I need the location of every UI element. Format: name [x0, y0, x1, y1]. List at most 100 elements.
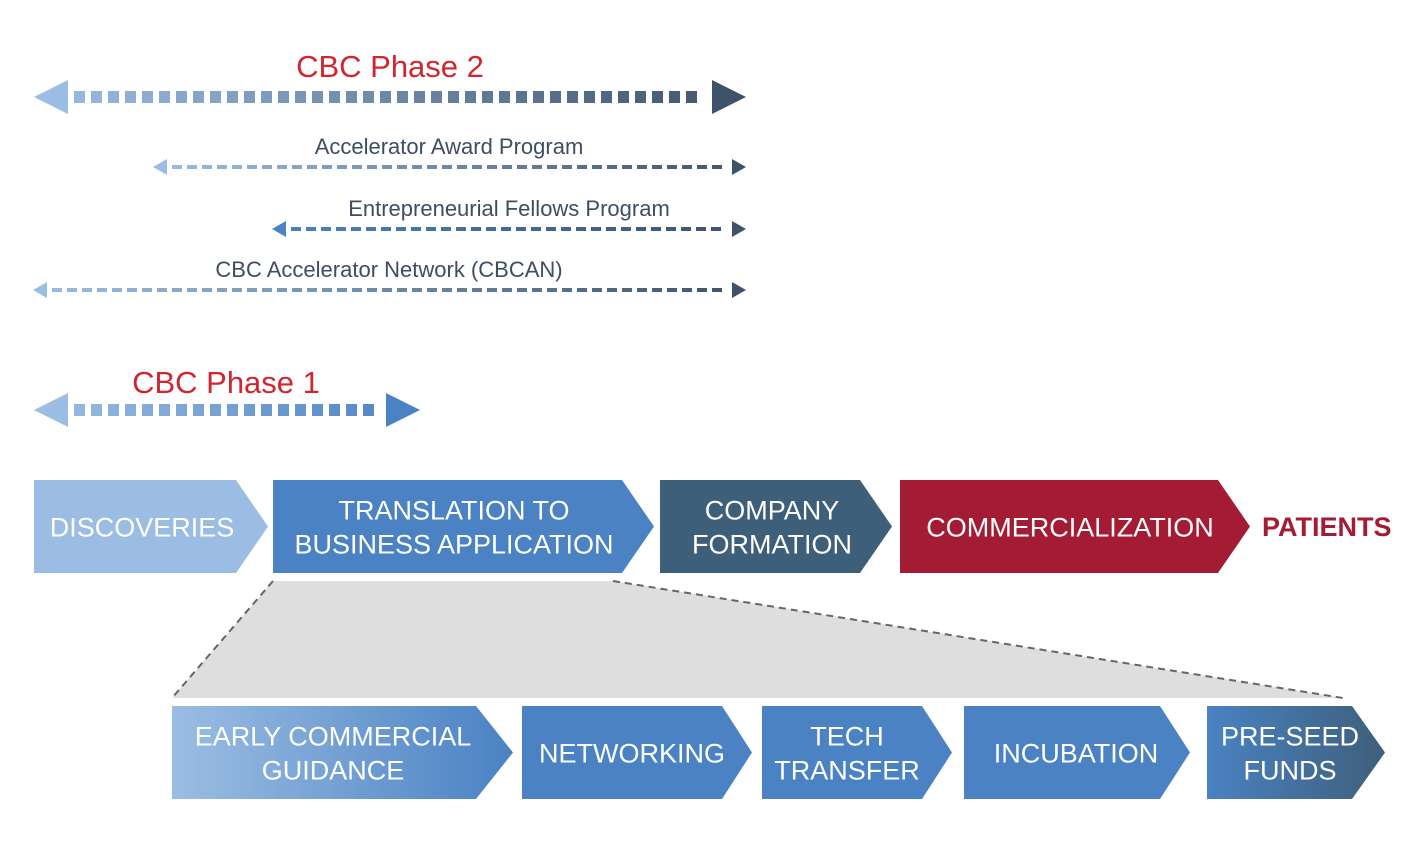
arrow-dash	[307, 288, 317, 292]
arrow-dash	[176, 404, 187, 416]
arrow-dash	[651, 227, 661, 231]
phase-2-arrow	[34, 80, 746, 114]
arrow-dash	[193, 404, 204, 416]
sub-step-shape	[1207, 706, 1385, 799]
arrow-dash	[312, 404, 323, 416]
arrow-dash	[312, 91, 323, 103]
arrow-dash	[329, 91, 340, 103]
arrow-dash	[382, 165, 392, 169]
arrow-dash	[561, 227, 571, 231]
arrow-dash	[592, 288, 602, 292]
arrow-dash	[607, 288, 617, 292]
arrow-dash	[622, 165, 632, 169]
arrow-dash	[472, 288, 482, 292]
zoom-panel	[171, 580, 1344, 699]
arrow-head-left-icon	[33, 282, 47, 298]
arrow-dash	[686, 91, 697, 103]
sub-step-label: NETWORKING	[539, 739, 725, 769]
arrow-dash	[682, 165, 692, 169]
arrow-dash	[67, 288, 77, 292]
arrow-dash	[277, 288, 287, 292]
arrow-dash	[172, 165, 182, 169]
arrow-dash	[187, 288, 197, 292]
arrow-dash	[367, 165, 377, 169]
arrow-head-right-icon	[712, 80, 746, 114]
arrow-dash	[501, 227, 511, 231]
arrow-dash	[411, 227, 421, 231]
arrow-dash	[262, 288, 272, 292]
arrow-dash	[669, 91, 680, 103]
arrow-dash	[295, 91, 306, 103]
arrow-dash	[441, 227, 451, 231]
sub-step-shape	[762, 706, 952, 799]
arrow-dash	[217, 165, 227, 169]
arrow-dash	[244, 404, 255, 416]
arrow-head-right-icon	[732, 282, 746, 298]
arrow-dash	[352, 288, 362, 292]
arrow-dash	[516, 91, 527, 103]
arrow-dash	[367, 288, 377, 292]
program-arrows: Accelerator Award ProgramEntrepreneurial…	[33, 134, 746, 298]
sub-step-label: GUIDANCE	[262, 756, 405, 786]
arrow-dash	[486, 227, 496, 231]
arrow-head-left-icon	[34, 393, 68, 427]
arrow-dash	[261, 91, 272, 103]
arrow-dash	[636, 227, 646, 231]
zoom-panel-shape	[172, 581, 1343, 698]
arrow-dash	[547, 288, 557, 292]
arrow-dash	[397, 288, 407, 292]
arrow-dash	[667, 165, 677, 169]
arrow-dash	[487, 288, 497, 292]
arrow-dash	[363, 404, 374, 416]
arrow-dash	[516, 227, 526, 231]
arrow-dash	[295, 404, 306, 416]
arrow-dash	[601, 91, 612, 103]
arrow-dash	[517, 165, 527, 169]
arrow-dash	[337, 165, 347, 169]
arrow-dash	[465, 91, 476, 103]
arrow-dash	[397, 91, 408, 103]
arrow-dash	[227, 91, 238, 103]
arrow-dash	[607, 165, 617, 169]
arrow-dash	[532, 288, 542, 292]
arrow-dash	[91, 404, 102, 416]
program-label: Entrepreneurial Fellows Program	[348, 196, 670, 221]
sub-step-label: FUNDS	[1244, 756, 1337, 786]
arrow-dash	[159, 91, 170, 103]
arrow-dash	[562, 165, 572, 169]
arrow-dash	[472, 165, 482, 169]
arrow-dash	[448, 91, 459, 103]
arrow-dash	[108, 404, 119, 416]
arrow-dash	[91, 91, 102, 103]
sub-step-shape	[964, 706, 1190, 799]
arrow-dash	[606, 227, 616, 231]
arrow-dash	[487, 165, 497, 169]
pipeline-step: DISCOVERIES	[34, 480, 268, 573]
arrow-dash	[697, 165, 707, 169]
arrow-dash	[210, 91, 221, 103]
arrow-dash	[577, 288, 587, 292]
arrow-dash	[471, 227, 481, 231]
arrow-dash	[227, 404, 238, 416]
pipeline-step-label: COMMERCIALIZATION	[926, 513, 1214, 543]
arrow-dash	[142, 91, 153, 103]
zoom-edge-right	[612, 580, 1344, 699]
arrow-dash	[278, 404, 289, 416]
arrow-dash	[442, 288, 452, 292]
arrow-dash	[682, 288, 692, 292]
arrow-dash	[261, 404, 272, 416]
arrow-dash	[577, 165, 587, 169]
arrow-dash	[380, 91, 391, 103]
arrow-dash	[351, 227, 361, 231]
arrow-dash	[502, 165, 512, 169]
arrow-dash	[697, 288, 707, 292]
arrow-dash	[322, 288, 332, 292]
pipeline-step-label: COMPANY	[705, 496, 840, 526]
arrow-dash	[635, 91, 646, 103]
arrow-dash	[546, 227, 556, 231]
arrow-dash	[262, 165, 272, 169]
